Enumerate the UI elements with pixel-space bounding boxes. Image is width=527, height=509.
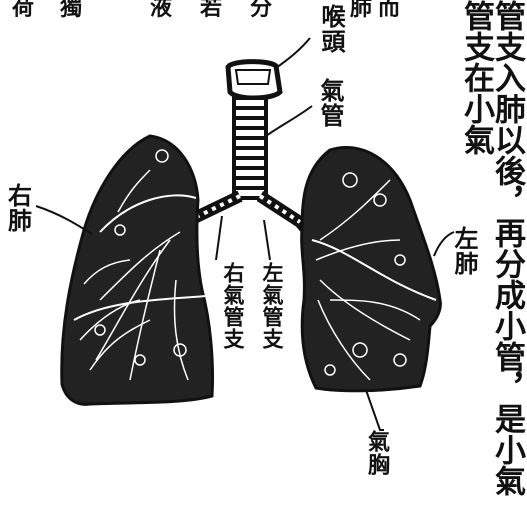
label-left-lung: 左肺 xyxy=(452,226,476,276)
side-body-text: 管支入肺以後，再分成小管，是小氣管支在小氣 xyxy=(482,0,522,509)
label-diaphragm: 氣胸 xyxy=(366,430,388,476)
label-larynx: 喉頭 xyxy=(319,4,343,54)
label-trachea: 氣管 xyxy=(318,78,342,128)
label-right-bronchus: 右氣管支 xyxy=(223,262,244,350)
label-left-bronchus: 左氣管支 xyxy=(262,262,283,350)
label-right-lung: 右肺 xyxy=(8,183,38,233)
trachea-rings xyxy=(234,108,266,188)
